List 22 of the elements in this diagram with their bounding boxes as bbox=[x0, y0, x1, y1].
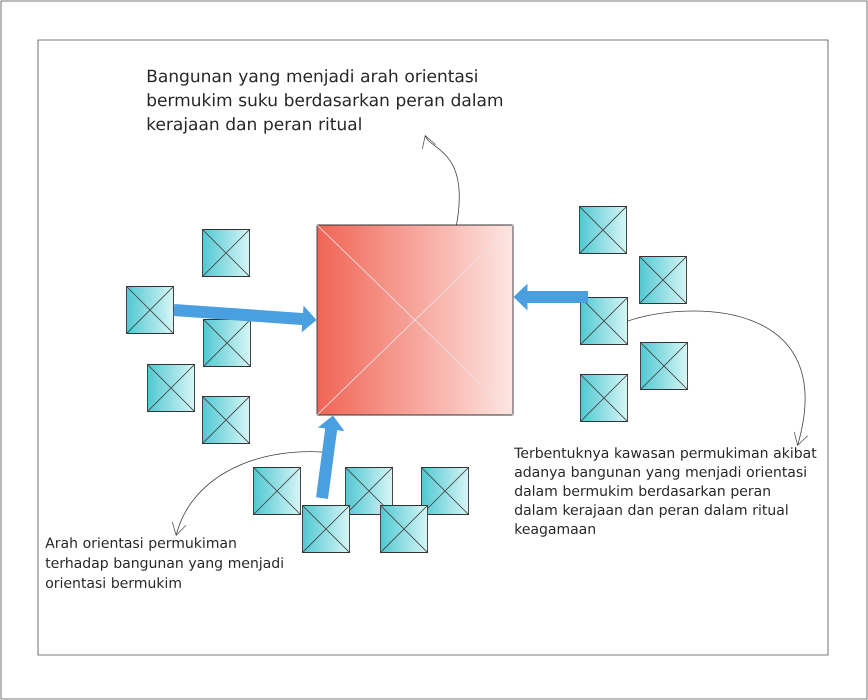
building-square bbox=[316, 224, 514, 416]
house-square bbox=[252, 466, 302, 516]
curved-arrow bbox=[172, 451, 322, 536]
house-square bbox=[580, 374, 628, 422]
house-square bbox=[202, 228, 250, 278]
house-square bbox=[126, 286, 174, 334]
house-square bbox=[420, 466, 470, 516]
house-square bbox=[344, 466, 394, 516]
callout-text: Terbentuknya kawasan permukiman akibat adanya bangunan yang menjadi orientasi dalam bermukim berdasarkan peran dalam kerajaan dan peran dalam ritual keagamaan bbox=[514, 447, 816, 537]
house-square bbox=[640, 342, 688, 390]
house-square bbox=[202, 318, 252, 368]
callout-text: Bangunan yang menjadi arah orientasi bermukim suku berdasarkan peran dalam kerajaan dan peran ritual bbox=[148, 69, 502, 134]
curved-arrow bbox=[628, 310, 808, 446]
house-square bbox=[380, 504, 428, 554]
curved-arrow bbox=[422, 134, 460, 225]
callout-text: Arah orientasi permukiman terhadap bangunan yang menjadi orientasi bermukim bbox=[45, 537, 283, 588]
house-square bbox=[580, 296, 628, 346]
house-square bbox=[578, 206, 628, 254]
house-square bbox=[638, 256, 688, 304]
house-square bbox=[146, 364, 196, 412]
house-square bbox=[302, 504, 350, 554]
house-square bbox=[202, 396, 250, 444]
